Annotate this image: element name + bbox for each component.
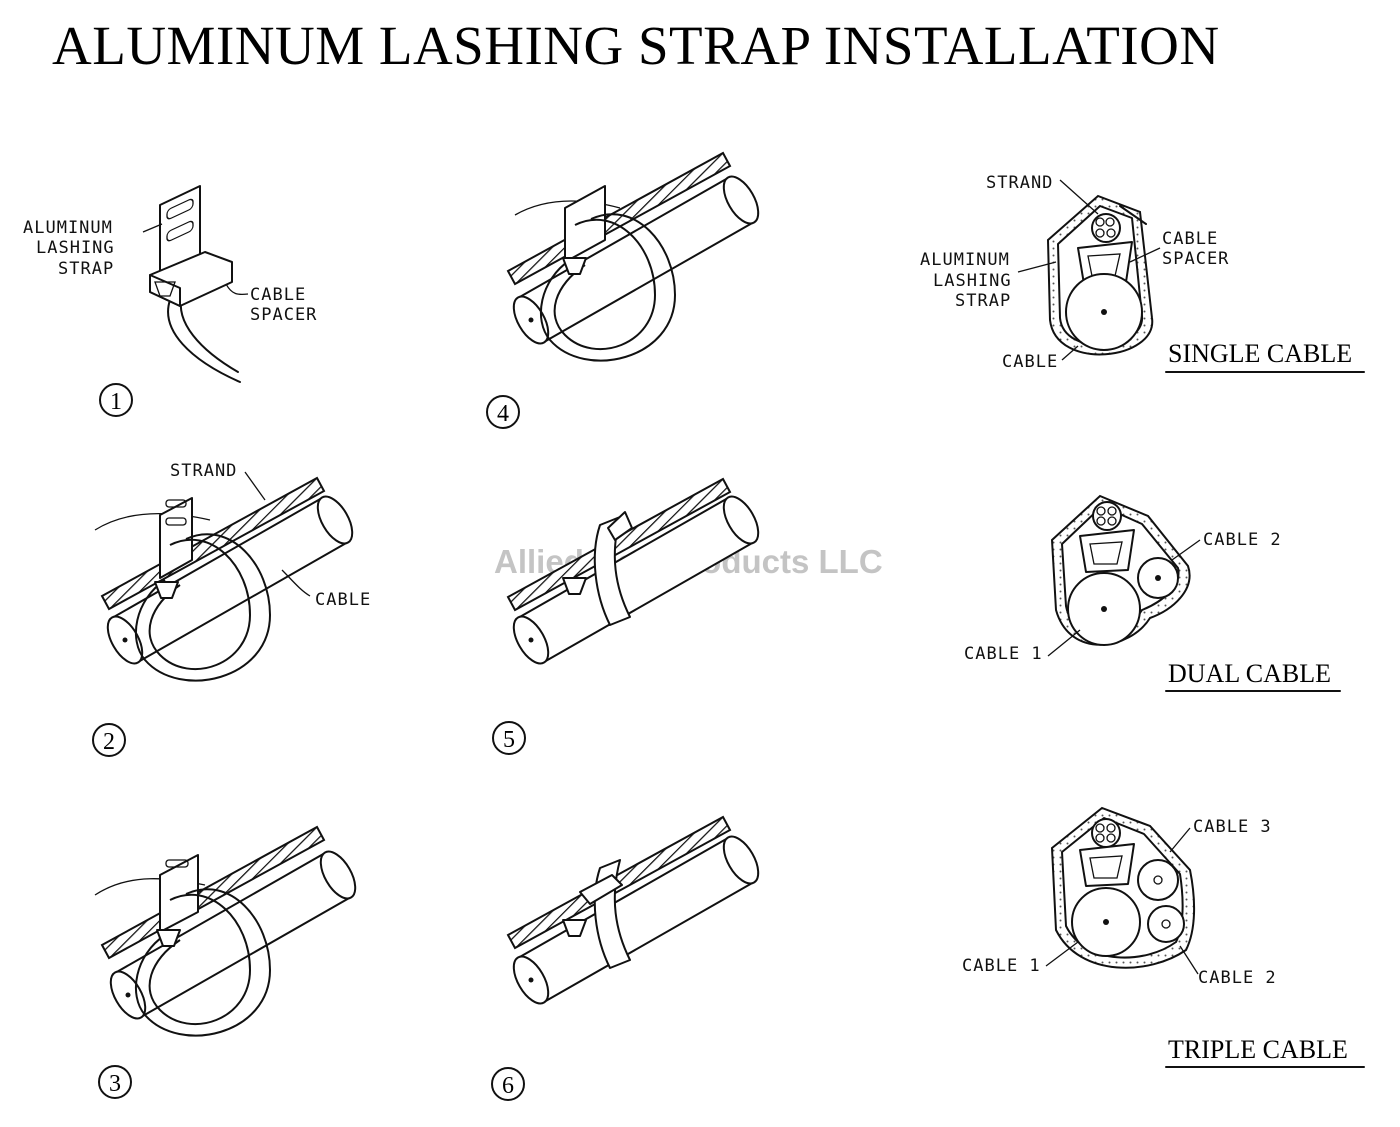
svg-text:STRAP: STRAP [955,291,1011,311]
triple-cable-1-label: CABLE 1 [962,956,1041,976]
svg-text:STRAP: STRAP [58,259,114,279]
svg-text:DUAL CABLE: DUAL CABLE [1168,659,1331,688]
svg-text:3: 3 [109,1071,121,1097]
svg-text:LASHING: LASHING [933,271,1012,291]
step-2-strand-label: STRAND [170,461,237,481]
svg-text:CABLE: CABLE [1162,229,1218,249]
single-cable-label: CABLE [1002,352,1058,372]
step-number-4: 4 [486,395,520,429]
svg-text:LASHING: LASHING [36,238,115,258]
svg-text:ALUMINUM: ALUMINUM [23,218,113,238]
triple-cable-illustration [1045,806,1199,975]
single-spacer-label: CABLE SPACER [1162,229,1229,269]
step-1-spacer-label: CABLE SPACER [250,285,317,325]
triple-cable-title: TRIPLE CABLE [1165,1035,1365,1068]
svg-text:SPACER: SPACER [1162,249,1229,269]
step-2-cable-label: CABLE [315,590,371,610]
dual-cable-title: DUAL CABLE [1165,659,1341,692]
step-5-illustration [505,478,767,671]
dual-cable-2-label: CABLE 2 [1203,530,1282,550]
step-number-6: 6 [491,1067,525,1101]
step-4-illustration [505,152,767,362]
svg-text:2: 2 [103,729,115,755]
svg-text:SINGLE CABLE: SINGLE CABLE [1168,339,1352,368]
step-1-illustration [142,185,249,383]
step-2-illustration [94,471,361,682]
step-number-1: 1 [99,383,133,417]
single-cable-title: SINGLE CABLE [1165,339,1365,373]
svg-text:1: 1 [110,389,122,415]
step-6-illustration [505,816,767,1011]
svg-text:5: 5 [503,727,515,753]
single-cable-illustration [1017,179,1161,361]
single-strap-label: ALUMINUM LASHING STRAP [920,250,1012,311]
step-number-5: 5 [492,721,526,755]
single-strand-label: STRAND [986,173,1053,193]
step-1-strap-label: ALUMINUM LASHING STRAP [23,218,115,279]
step-3-illustration [94,826,364,1037]
svg-text:CABLE: CABLE [250,285,306,305]
svg-text:6: 6 [502,1073,514,1099]
svg-text:4: 4 [497,401,509,427]
triple-cable-2-label: CABLE 2 [1198,968,1277,988]
step-number-2: 2 [92,723,126,757]
svg-text:TRIPLE CABLE: TRIPLE CABLE [1168,1035,1348,1064]
svg-text:ALUMINUM: ALUMINUM [920,250,1010,270]
dual-cable-illustration [1047,494,1201,657]
dual-cable-1-label: CABLE 1 [964,644,1043,664]
triple-cable-3-label: CABLE 3 [1193,817,1272,837]
step-number-3: 3 [98,1065,132,1099]
page-title: ALUMINUM LASHING STRAP INSTALLATION [52,15,1220,76]
svg-text:SPACER: SPACER [250,305,317,325]
